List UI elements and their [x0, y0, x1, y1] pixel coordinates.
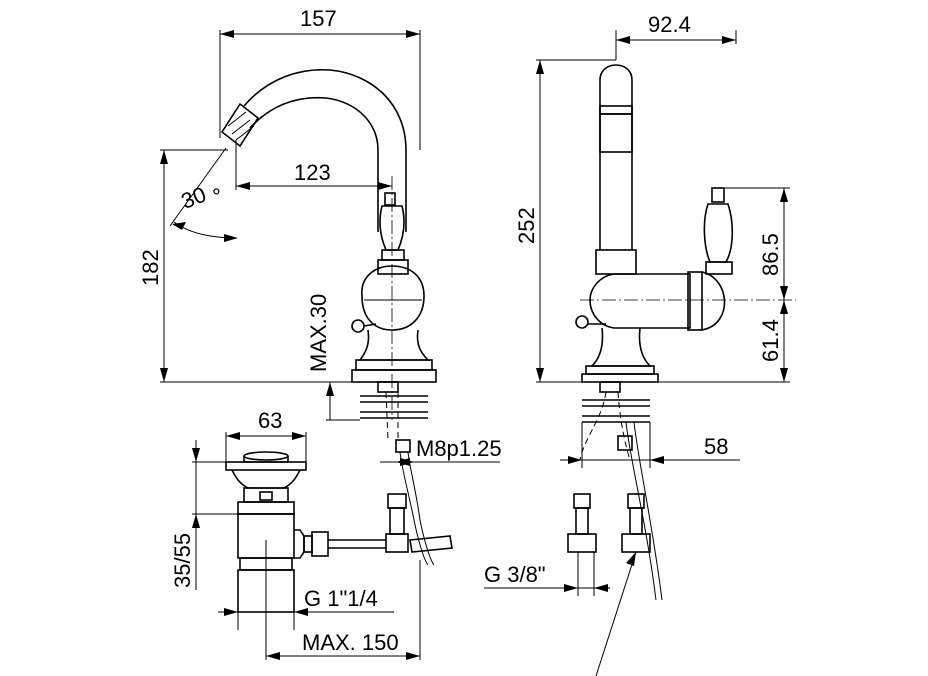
dimension-lines	[160, 30, 796, 676]
label-63: 63	[258, 408, 282, 433]
label-max-150: MAX. 150	[302, 630, 399, 655]
label-61-4: 61.4	[758, 319, 783, 362]
label-max-30: MAX.30	[306, 294, 331, 372]
label-58: 58	[704, 434, 728, 459]
faucet-front-view	[567, 64, 734, 601]
label-182: 182	[138, 249, 163, 286]
label-g-1-1-4: G 1"1/4	[304, 586, 378, 611]
label-123: 123	[294, 160, 331, 185]
label-g-3-8: G 3/8"	[484, 562, 546, 587]
label-m8: M8p1.25	[416, 436, 502, 461]
label-degree: °	[212, 184, 221, 209]
label-86-5: 86.5	[758, 233, 783, 276]
faucet-side-view	[220, 68, 453, 566]
label-157: 157	[300, 6, 337, 31]
label-92-4: 92.4	[648, 12, 691, 37]
label-35-55: 35/55	[170, 533, 195, 588]
label-252: 252	[514, 207, 539, 244]
waste-drain-view	[225, 451, 386, 613]
dimension-labels: 157 92.4 123 30 ° 182 252 86.5 61.4 MAX.…	[138, 6, 783, 655]
